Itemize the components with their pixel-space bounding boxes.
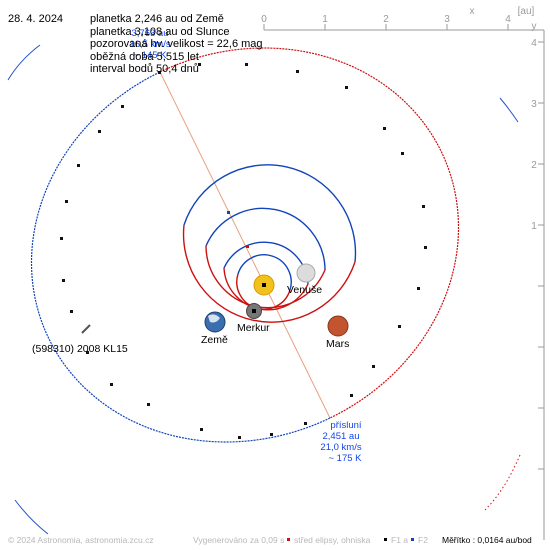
outer-orbit-arc-bottom-right (484, 454, 521, 511)
info-line-3: pozorovaná hv. velikost = 22,6 mag (90, 38, 263, 50)
venus-planet (296, 263, 316, 283)
legend-f2-marker (411, 538, 414, 541)
outer-orbit-arc-right (499, 97, 519, 123)
scale-label: Měřítko : 0,0164 au/bod (442, 535, 532, 545)
x-axis-label: x (470, 6, 475, 17)
asteroid-label: (598310) 2008 KL15 (32, 343, 128, 355)
footer: © 2024 Astronomia, astronomia.zcu.cz Vyg… (8, 535, 532, 545)
earth-label: Země (201, 334, 228, 346)
asteroid-orbit-below-ecliptic (30, 71, 331, 443)
asteroid-orbit-points (60, 63, 427, 439)
y-tick-1: 1 (531, 221, 537, 232)
mars-orbit-south (182, 224, 356, 323)
mars-orbit-north (183, 164, 357, 263)
focus-f2-marker (227, 211, 230, 214)
legend-center-label: střed elipsy, ohniska (294, 535, 371, 545)
mercury-focus-marker (252, 309, 256, 313)
legend-center-marker (287, 538, 290, 541)
y-tick-4: 4 (531, 38, 537, 49)
generated-time: Vygenerováno za 0,09 s (193, 535, 284, 545)
x-tick-2: 2 (383, 14, 389, 25)
x-tick-4: 4 (505, 14, 511, 25)
mercury-label: Merkur (237, 322, 270, 334)
mars-planet (327, 315, 349, 337)
aphelion-distance: 3,763 au (132, 28, 169, 39)
info-line-4: oběžná doba 5,515 let (90, 51, 199, 63)
perihelion-distance: 2,451 au (323, 431, 360, 442)
y-axis-label: y (532, 21, 537, 32)
ellipse-center-marker (246, 245, 249, 248)
info-line-1: planetka 2,246 au od Země (90, 13, 224, 25)
aphelion-temperature: ~ 145 K (133, 50, 167, 61)
earth-orbit-north (205, 207, 326, 271)
x-tick-3: 3 (444, 14, 450, 25)
earth-clouds (208, 314, 220, 323)
perihelion-title: přísluní (330, 420, 362, 431)
info-line-2: planetka 3,108 au od Slunce (90, 26, 229, 38)
info-line-5: interval bodů 50,4 dnů (90, 63, 199, 75)
date-label: 28. 4. 2024 (8, 13, 63, 25)
legend-f2-label: F2 (418, 535, 428, 545)
perihelion-temperature: ~ 175 K (328, 453, 362, 464)
venus-label: Venuše (287, 284, 322, 296)
outer-orbit-arc-bottom-left (14, 499, 49, 535)
aphelion-velocity: 16,5 km/s (129, 39, 170, 50)
asteroid-position (81, 324, 91, 334)
perihelion-velocity: 21,0 km/s (320, 442, 361, 453)
apsides-line (159, 71, 331, 419)
copyright-text: © 2024 Astronomia, astronomia.zcu.cz (8, 535, 154, 545)
axis-frame: 0 1 2 3 4 x [au] y 4 3 2 1 (261, 6, 545, 540)
axis-unit-label: [au] (518, 6, 535, 17)
y-tick-3: 3 (531, 99, 537, 110)
sun-focus-marker (262, 283, 266, 287)
asteroid-orbit-above-ecliptic (159, 47, 460, 419)
x-tick-0: 0 (261, 14, 267, 25)
y-tick-2: 2 (531, 160, 537, 171)
mars-label: Mars (326, 338, 349, 350)
outer-orbit-arc-top-left (7, 44, 41, 81)
legend-f1-marker (384, 538, 387, 541)
legend-f1-label: F1 a (391, 535, 408, 545)
mercury-orbit-north (237, 254, 292, 291)
x-tick-1: 1 (322, 14, 328, 25)
